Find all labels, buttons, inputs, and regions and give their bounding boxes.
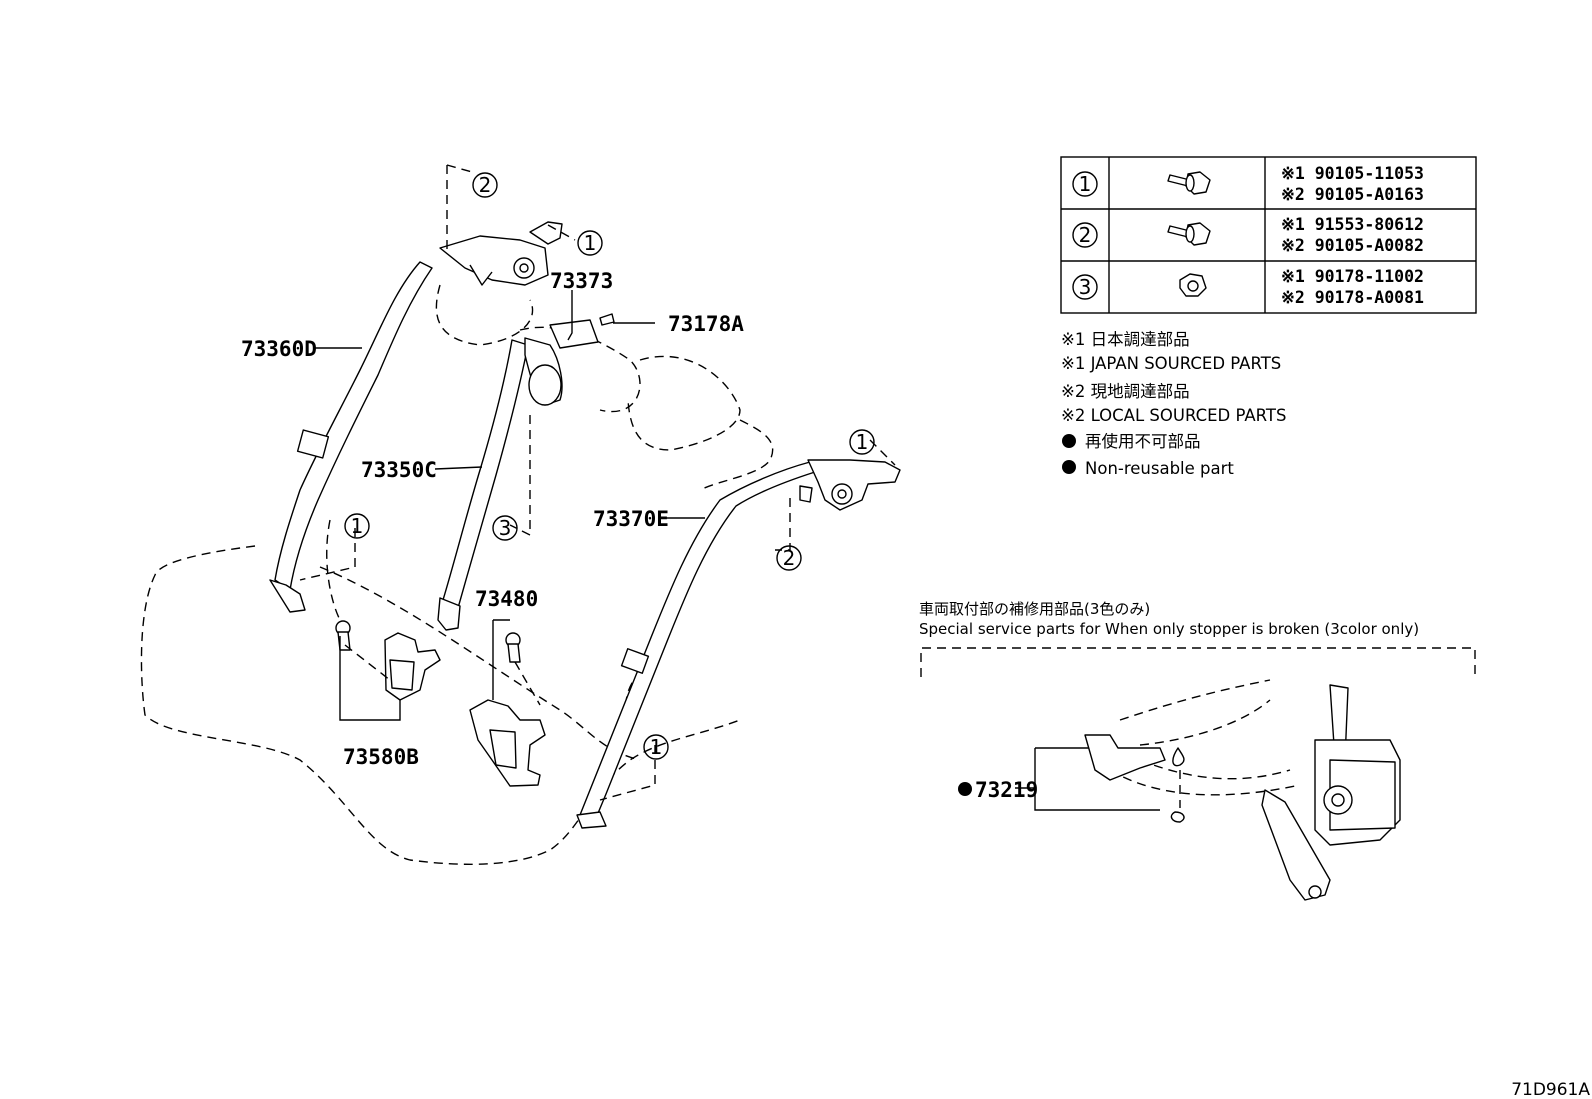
non-reusable-dot-icon (1062, 434, 1076, 448)
belt-73370E (576, 459, 901, 829)
table-row: 2 ※1 91553-80612 ※2 90105-A0082 (1072, 215, 1424, 255)
circle-ref-1-bottom: 1 (643, 734, 669, 760)
flange-bolt-icon (1167, 222, 1211, 246)
svg-text:2: 2 (1079, 223, 1092, 247)
callout-73350C: 73350C (361, 458, 437, 482)
non-reusable-dot-icon (958, 782, 972, 796)
service-title-jp: 車両取付部の補修用部品(3色のみ) (919, 600, 1150, 618)
belt-73350C (437, 313, 615, 631)
belt-73360D (269, 221, 563, 613)
svg-text:2: 2 (479, 173, 492, 197)
leader-lines (314, 290, 1160, 811)
non-reusable-en: Non-reusable part (1085, 459, 1234, 478)
note-2-jp: ※2 現地調達部品 (1061, 382, 1190, 401)
fastener-table: 1 ※1 90105-11053 ※2 90105-A0163 2 ※1 915… (1060, 156, 1477, 314)
non-reusable-dot-icon (1062, 460, 1076, 474)
service-title-en: Special service parts for When only stop… (919, 620, 1419, 638)
callout-73580B: 73580B (343, 745, 419, 769)
callout-73373: 73373 (550, 269, 613, 293)
callout-73178A: 73178A (668, 312, 744, 336)
circle-ref-1-right-top: 1 (849, 429, 875, 455)
buckle-73480 (469, 632, 546, 787)
svg-text:※2 90105-A0163: ※2 90105-A0163 (1281, 185, 1424, 204)
circle-ref-1-left: 1 (344, 513, 370, 539)
svg-text:3: 3 (1079, 275, 1092, 299)
note-2-en: ※2 LOCAL SOURCED PARTS (1061, 406, 1286, 425)
svg-text:2: 2 (783, 546, 796, 570)
buckle-73580B (335, 620, 441, 701)
table-row: 3 ※1 90178-11002 ※2 90178-A0081 (1072, 267, 1424, 307)
flange-bolt-icon (1167, 171, 1211, 195)
circle-ref-2-top: 2 (472, 172, 498, 198)
svg-text:1: 1 (856, 430, 869, 454)
figure-code: 71D961A (1511, 1080, 1590, 1099)
callout-73370E: 73370E (593, 507, 669, 531)
svg-text:※2 90105-A0082: ※2 90105-A0082 (1281, 236, 1424, 255)
flange-nut-icon (1179, 273, 1207, 297)
circle-ref-1-top: 1 (577, 230, 603, 256)
svg-text:1: 1 (584, 231, 597, 255)
callout-73480: 73480 (475, 587, 538, 611)
service-parts-box: 車両取付部の補修用部品(3色のみ) Special service parts … (919, 600, 1476, 901)
note-1-en: ※1 JAPAN SOURCED PARTS (1061, 354, 1281, 373)
legend: ※1 日本調達部品 ※1 JAPAN SOURCED PARTS ※2 現地調達… (1061, 330, 1286, 478)
svg-text:※1 90105-11053: ※1 90105-11053 (1281, 164, 1424, 183)
callout-73219: 73219 (958, 778, 1038, 802)
svg-text:1: 1 (1079, 172, 1092, 196)
table-row: 1 ※1 90105-11053 ※2 90105-A0163 (1072, 164, 1424, 204)
circle-ref-2-right: 2 (776, 545, 802, 571)
svg-text:※2 90178-A0081: ※2 90178-A0081 (1281, 288, 1424, 307)
stopper-assembly (1084, 679, 1401, 901)
svg-text:73219: 73219 (975, 778, 1038, 802)
svg-text:1: 1 (351, 514, 364, 538)
circle-ref-3-center: 3 (492, 515, 518, 541)
svg-text:3: 3 (499, 516, 512, 540)
non-reusable-jp: 再使用不可部品 (1085, 432, 1201, 451)
callout-73360D: 73360D (241, 337, 317, 361)
note-1-jp: ※1 日本調達部品 (1061, 330, 1190, 349)
svg-text:※1 91553-80612: ※1 91553-80612 (1281, 215, 1424, 234)
svg-text:1: 1 (650, 735, 663, 759)
svg-text:※1 90178-11002: ※1 90178-11002 (1281, 267, 1424, 286)
fastener-dashed-lines (299, 164, 896, 801)
